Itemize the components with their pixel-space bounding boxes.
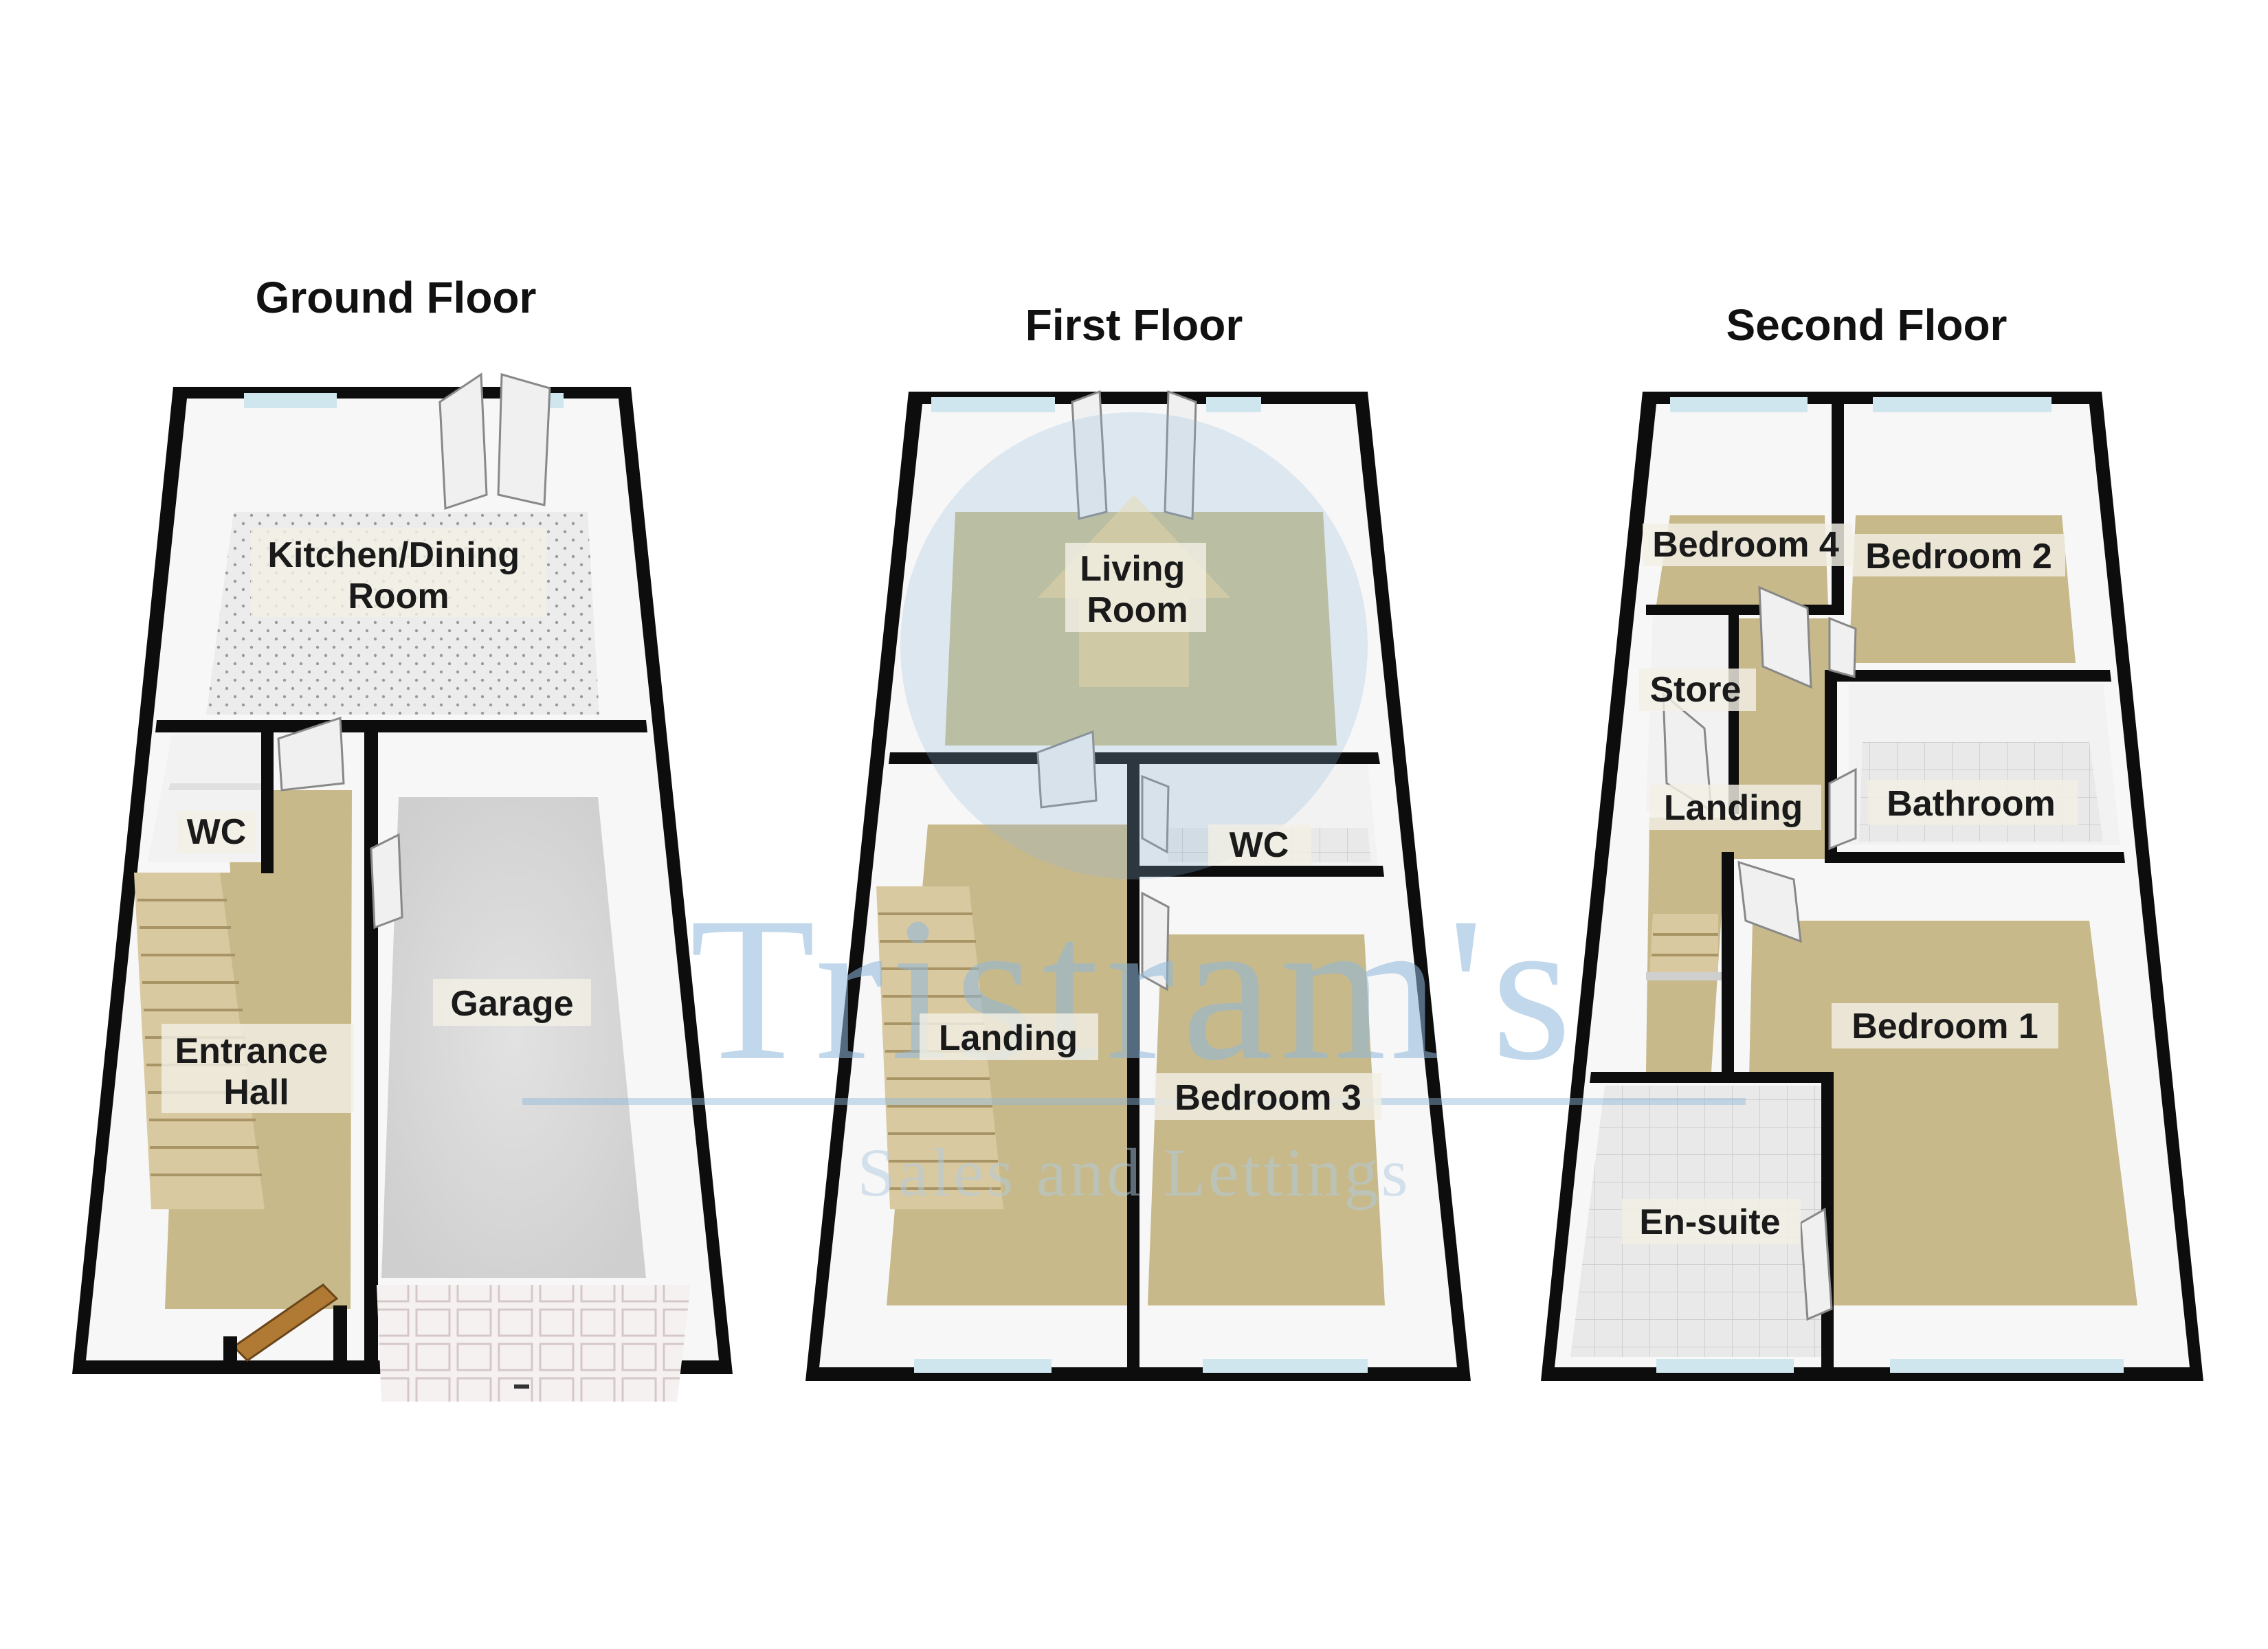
door (1141, 891, 1170, 991)
store-label: Store (1650, 670, 1742, 710)
french-doors (438, 372, 551, 511)
window (914, 1359, 1052, 1373)
garage-door (377, 1285, 691, 1402)
landing-wall (1722, 852, 1734, 1079)
window (244, 393, 337, 408)
first-floor-title: First Floor (1025, 300, 1243, 350)
window (1656, 1359, 1794, 1373)
bathroom-label: Bathroom (1887, 784, 2056, 824)
window (1206, 397, 1261, 412)
door (1758, 585, 1812, 689)
ground-floor-cross-wall (155, 720, 647, 732)
entrance-hall-label: Entrance Hall (175, 1031, 338, 1112)
bedroom-divider-wall (1832, 395, 1844, 615)
bedroom-3-divider-wall (1127, 866, 1139, 1371)
window (1890, 1359, 2124, 1373)
door (277, 716, 345, 792)
stairs (1646, 914, 1722, 980)
wc-ground-label: WC (187, 812, 247, 852)
en-suite-label: En-suite (1639, 1202, 1780, 1242)
window (1203, 1359, 1368, 1373)
door (370, 833, 403, 930)
garage-divider-wall (364, 721, 378, 1371)
landing-first-label: Landing (939, 1018, 1078, 1058)
bedroom-1-label: Bedroom 1 (1852, 1007, 2038, 1046)
door (1071, 390, 1108, 520)
door (1164, 390, 1197, 520)
window (1670, 397, 1808, 412)
door (1799, 1207, 1833, 1321)
front-door (232, 1283, 339, 1362)
garage-label: Garage (450, 984, 573, 1024)
second-floor (1541, 392, 2203, 1381)
door (1828, 767, 1857, 851)
living-room-label: Living Room (1080, 549, 1195, 630)
watermark-circle (900, 412, 1368, 879)
ground-floor-title: Ground Floor (256, 273, 537, 322)
bedroom-4-label: Bedroom 4 (1652, 525, 1839, 565)
ground-floor (72, 372, 733, 1402)
second-floor-title: Second Floor (1726, 300, 2008, 350)
door (1036, 730, 1098, 809)
wc-first-label: WC (1230, 825, 1289, 865)
garage-floor (381, 797, 646, 1278)
landing-second-label: Landing (1664, 788, 1803, 828)
door (1737, 860, 1802, 943)
bedroom-3-label: Bedroom 3 (1175, 1078, 1361, 1118)
kitchen-dining-room-label: Kitchen/Dining Room (267, 535, 529, 616)
door (1828, 616, 1857, 678)
watermark: Tristram's Sales and Lettings (522, 412, 1746, 1211)
window (1873, 397, 2052, 412)
watermark-brand: Tristram's (689, 875, 1578, 1103)
watermark-tagline: Sales and Lettings (857, 1134, 1410, 1211)
bedroom-2-label: Bedroom 2 (1865, 537, 2052, 576)
window (931, 397, 1055, 412)
first-floor (805, 390, 1471, 1381)
door (1141, 774, 1170, 854)
